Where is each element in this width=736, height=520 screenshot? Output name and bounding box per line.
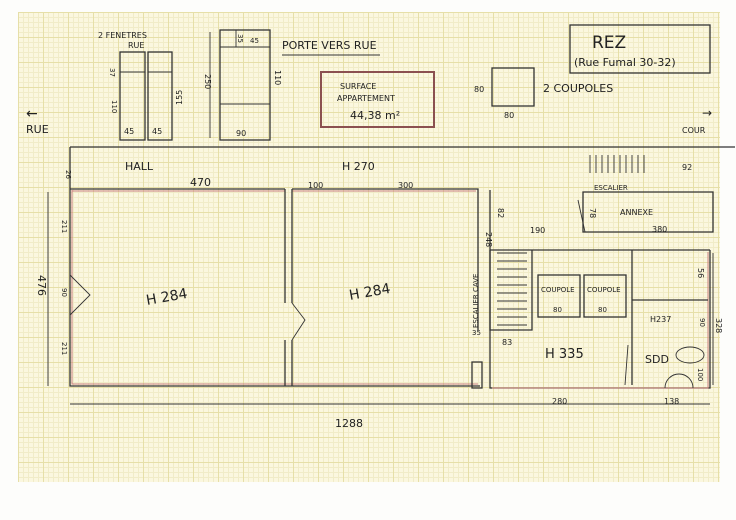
room1-height: H 284 — [145, 286, 189, 309]
main-height: H 335 — [545, 347, 584, 362]
direction-cour: COUR — [682, 126, 706, 135]
dim-90: 90 — [236, 129, 246, 138]
coupoles-label: 2 COUPOLES — [543, 82, 613, 95]
coupole-1-dim: 80 — [553, 306, 562, 314]
surface-label-2: APPARTEMENT — [337, 94, 395, 103]
dim-45a: 45 — [124, 127, 134, 136]
svg-text:248: 248 — [484, 232, 493, 247]
svg-text:190: 190 — [530, 226, 545, 235]
hall-label: HALL — [125, 160, 154, 173]
escalier-cave-label: ESCALIER CAVE — [472, 274, 480, 328]
windows-label: 2 FENETRES — [98, 31, 147, 40]
svg-text:100: 100 — [696, 368, 704, 381]
coupole-2 — [583, 274, 627, 318]
svg-text:56: 56 — [696, 268, 705, 278]
svg-text:476: 476 — [35, 275, 48, 296]
svg-text:211: 211 — [60, 220, 68, 233]
svg-text:300: 300 — [398, 181, 413, 190]
svg-text:470: 470 — [190, 176, 211, 189]
coupole-detail — [491, 67, 535, 107]
svg-text:83: 83 — [502, 338, 512, 347]
surface-label: SURFACE — [340, 82, 376, 91]
title: REZ — [592, 33, 626, 53]
svg-text:78: 78 — [588, 208, 597, 218]
coupole-1-label: COUPOLE — [541, 286, 575, 294]
door-label: PORTE VERS RUE — [282, 39, 377, 52]
svg-text:138: 138 — [664, 397, 679, 406]
svg-text:35: 35 — [472, 329, 481, 337]
stairs — [497, 155, 645, 326]
door-detail — [219, 29, 271, 141]
dim-250: 250 — [203, 74, 212, 89]
svg-text:90: 90 — [698, 318, 706, 327]
hall-height: H 270 — [342, 160, 375, 173]
svg-text:90: 90 — [60, 288, 68, 297]
subtitle: (Rue Fumal 30-32) — [574, 56, 676, 69]
svg-text:26: 26 — [64, 170, 72, 179]
dim-35: 35 — [236, 34, 244, 43]
svg-text:92: 92 — [682, 163, 692, 172]
room2-height: H 284 — [348, 281, 392, 304]
windows-sublabel: RUE — [128, 41, 144, 50]
svg-text:1288: 1288 — [335, 417, 363, 430]
svg-text:380: 380 — [652, 225, 667, 234]
sdd-label: SDD — [645, 353, 669, 366]
sdd-height: H237 — [650, 315, 671, 324]
dim-110: 110 — [110, 100, 118, 113]
sink — [675, 346, 705, 364]
svg-text:82: 82 — [496, 208, 505, 218]
coupole-1 — [537, 274, 581, 318]
window-1 — [119, 51, 146, 141]
title-box — [569, 24, 711, 74]
coupole-2-label: COUPOLE — [587, 286, 621, 294]
coupole-h: 80 — [474, 85, 484, 94]
walls — [69, 146, 735, 389]
direction-rue: RUE — [26, 123, 49, 136]
svg-text:328: 328 — [714, 318, 723, 333]
coupole-2-dim: 80 — [598, 306, 607, 314]
dim-37: 37 — [108, 68, 116, 77]
surface-value: 44,38 m² — [350, 109, 400, 122]
svg-text:211: 211 — [60, 342, 68, 355]
coupole-w: 80 — [504, 111, 514, 120]
svg-text:100: 100 — [308, 181, 323, 190]
svg-text:←: ← — [26, 106, 38, 122]
dim-110: 110 — [273, 70, 282, 85]
dim-155: 155 — [175, 90, 184, 105]
dim-45: 45 — [250, 37, 259, 45]
dim-45b: 45 — [152, 127, 162, 136]
escalier-label: ESCALIER — [594, 184, 628, 192]
dimensions: 26 470 100 300 82 248 190 78 380 92 211 … — [35, 163, 723, 430]
annexe-label: ANNEXE — [620, 208, 653, 217]
shower — [664, 373, 694, 389]
svg-text:→: → — [702, 106, 712, 120]
svg-text:280: 280 — [552, 397, 567, 406]
window-2 — [147, 51, 173, 141]
